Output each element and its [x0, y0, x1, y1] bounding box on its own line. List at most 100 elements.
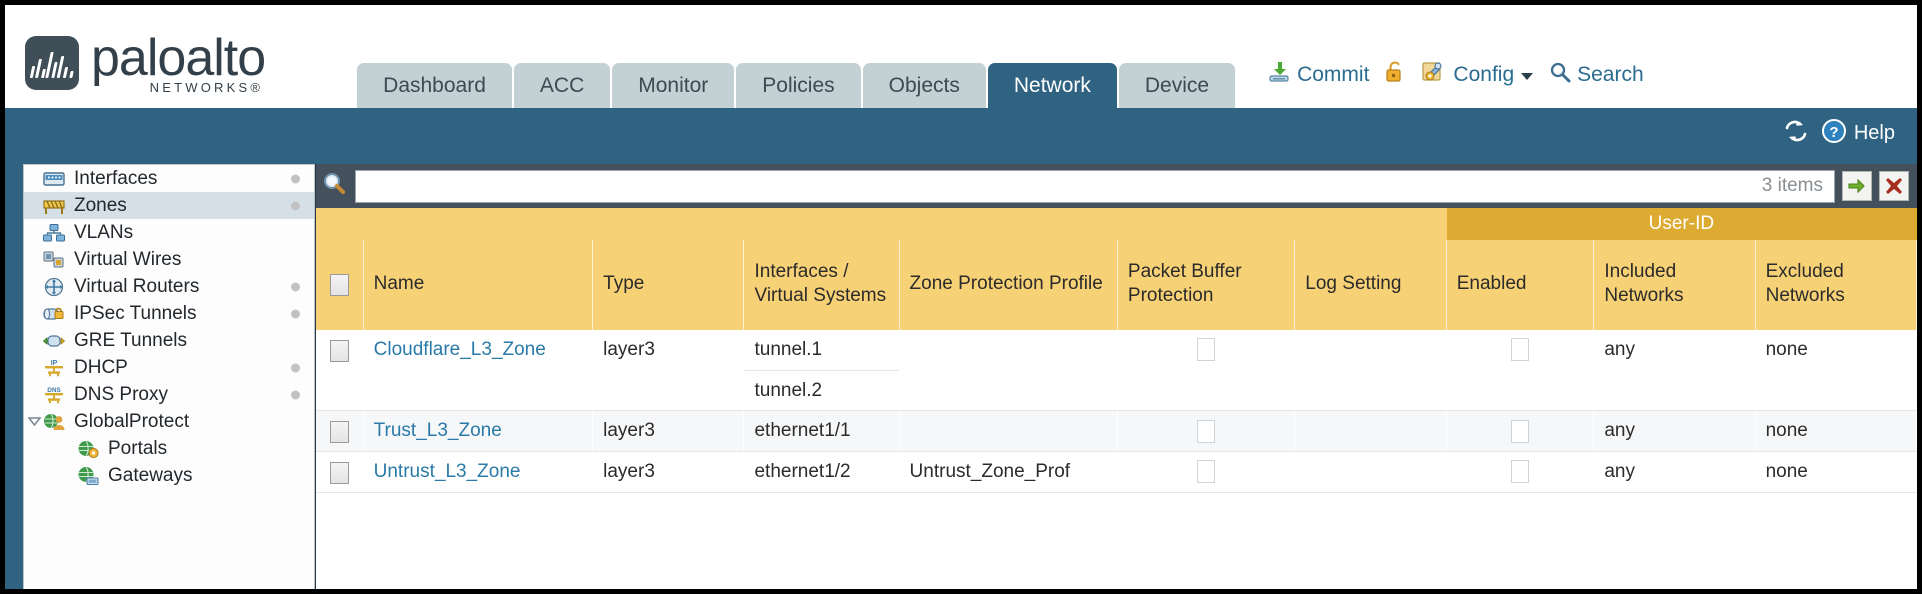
- tab-policies[interactable]: Policies: [736, 62, 861, 108]
- commit-button[interactable]: Commit: [1267, 60, 1369, 90]
- cell-userid-enabled[interactable]: [1446, 451, 1595, 493]
- packet-buffer-checkbox: [1197, 460, 1216, 484]
- gre-tunnels-icon: [42, 331, 66, 351]
- search-label: Search: [1577, 63, 1644, 86]
- group-header-spacer: [316, 208, 1447, 240]
- cell-name: Trust_L3_Zone: [363, 410, 594, 452]
- tab-acc[interactable]: ACC: [513, 62, 611, 108]
- sidebar-item-label: Gateways: [108, 464, 193, 486]
- cell-excluded-networks: none: [1755, 410, 1917, 452]
- sidebar-item-gateways[interactable]: Gateways: [24, 462, 314, 489]
- column-header-included-networks[interactable]: Included Networks: [1593, 240, 1756, 330]
- cell-included-networks: any: [1593, 330, 1756, 412]
- left-rail: [5, 158, 23, 589]
- column-header-enabled[interactable]: Enabled: [1446, 240, 1595, 330]
- row-select-checkbox[interactable]: [316, 330, 364, 412]
- interface-entry: tunnel.1: [744, 330, 899, 371]
- sidebar-item-indicator: [291, 309, 300, 318]
- brand-sub: NETWORKS®: [149, 80, 264, 95]
- globalprotect-icon: [42, 412, 66, 432]
- row-select-checkbox[interactable]: [316, 451, 364, 493]
- sidebar-item-indicator: [291, 363, 300, 372]
- tab-monitor[interactable]: Monitor: [612, 62, 735, 108]
- cell-type: layer3: [592, 451, 745, 493]
- tab-network[interactable]: Network: [987, 62, 1117, 108]
- column-header-name[interactable]: Name: [363, 240, 594, 330]
- search-button[interactable]: Search: [1549, 61, 1644, 89]
- tab-label: Device: [1144, 73, 1210, 97]
- apply-filter-button[interactable]: [1842, 171, 1872, 201]
- cell-excluded-networks: none: [1755, 451, 1917, 493]
- svg-text:IP: IP: [51, 360, 58, 367]
- select-all-checkbox[interactable]: [316, 240, 364, 330]
- cell-packet-buffer-protection[interactable]: [1117, 451, 1296, 493]
- zone-name-link[interactable]: Untrust_L3_Zone: [373, 460, 521, 482]
- tab-objects[interactable]: Objects: [862, 62, 986, 108]
- checkbox-glyph: [329, 339, 349, 362]
- commit-label: Commit: [1297, 63, 1370, 86]
- lock-button[interactable]: [1384, 60, 1406, 90]
- cell-log-setting: [1294, 330, 1447, 412]
- cell-zone-protection-profile: [899, 410, 1118, 452]
- cell-name: Cloudflare_L3_Zone: [363, 330, 594, 412]
- userid-enabled-checkbox: [1511, 419, 1530, 443]
- cell-userid-enabled[interactable]: [1446, 410, 1595, 452]
- search-input[interactable]: 3 items: [355, 169, 1835, 203]
- cell-type: layer3: [592, 410, 745, 452]
- group-header-userid: User-ID: [1446, 208, 1917, 240]
- userid-enabled-checkbox: [1511, 338, 1530, 362]
- paloalto-logo-icon: [25, 36, 79, 90]
- column-header-log-setting[interactable]: Log Setting: [1294, 240, 1447, 330]
- sidebar-item-virtual-wires[interactable]: Virtual Wires: [24, 246, 314, 273]
- cell-userid-enabled[interactable]: [1446, 330, 1595, 412]
- refresh-icon[interactable]: [1783, 119, 1809, 148]
- zone-name-link[interactable]: Cloudflare_L3_Zone: [373, 339, 546, 360]
- cell-packet-buffer-protection[interactable]: [1117, 410, 1296, 452]
- sidebar-item-portals[interactable]: Portals: [24, 435, 314, 462]
- zone-name-link[interactable]: Trust_L3_Zone: [373, 420, 502, 442]
- column-header-type[interactable]: Type: [592, 240, 745, 330]
- column-header-packet-buffer-protection[interactable]: Packet Buffer Protection: [1117, 240, 1296, 330]
- userid-enabled-checkbox: [1511, 460, 1530, 484]
- search-icon[interactable]: [322, 171, 348, 202]
- tab-device[interactable]: Device: [1118, 62, 1236, 108]
- tab-dashboard[interactable]: Dashboard: [357, 62, 512, 108]
- sidebar-item-indicator: [291, 201, 300, 210]
- column-header-interfaces-virtual-systems[interactable]: Interfaces / Virtual Systems: [743, 240, 900, 330]
- config-dropdown[interactable]: Config: [1421, 60, 1534, 90]
- sidebar-item-gre-tunnels[interactable]: GRE Tunnels: [24, 327, 314, 354]
- sidebar-item-vlans[interactable]: VLANs: [24, 219, 314, 246]
- sidebar-item-virtual-routers[interactable]: Virtual Routers: [24, 273, 314, 300]
- clear-filter-button[interactable]: [1879, 171, 1909, 201]
- row-select-checkbox[interactable]: [316, 410, 364, 452]
- sidebar-item-label: Portals: [108, 437, 168, 459]
- help-icon: ?: [1821, 118, 1847, 149]
- column-header-zone-protection-profile[interactable]: Zone Protection Profile: [899, 240, 1118, 330]
- sidebar-item-interfaces[interactable]: Interfaces: [24, 165, 314, 192]
- chevron-down-icon[interactable]: [27, 415, 41, 429]
- sidebar-item-label: Zones: [74, 194, 127, 216]
- sidebar-item-ipsec-tunnels[interactable]: IPSec Tunnels: [24, 300, 314, 327]
- column-header-excluded-networks[interactable]: Excluded Networks: [1755, 240, 1917, 330]
- context-bar: ? Help: [5, 108, 1917, 158]
- packet-buffer-checkbox: [1197, 338, 1216, 362]
- sidebar-item-globalprotect[interactable]: GlobalProtect: [24, 408, 314, 435]
- logo-bars: [29, 48, 74, 78]
- main-panel: 3 items: [315, 164, 1917, 589]
- sidebar-item-zones[interactable]: Zones: [24, 192, 314, 219]
- cell-packet-buffer-protection[interactable]: [1117, 330, 1296, 412]
- table-group-header-row: User-ID: [316, 208, 1917, 240]
- help-button[interactable]: ? Help: [1821, 118, 1895, 149]
- zones-icon: [42, 196, 66, 216]
- tab-label: Network: [1013, 73, 1091, 97]
